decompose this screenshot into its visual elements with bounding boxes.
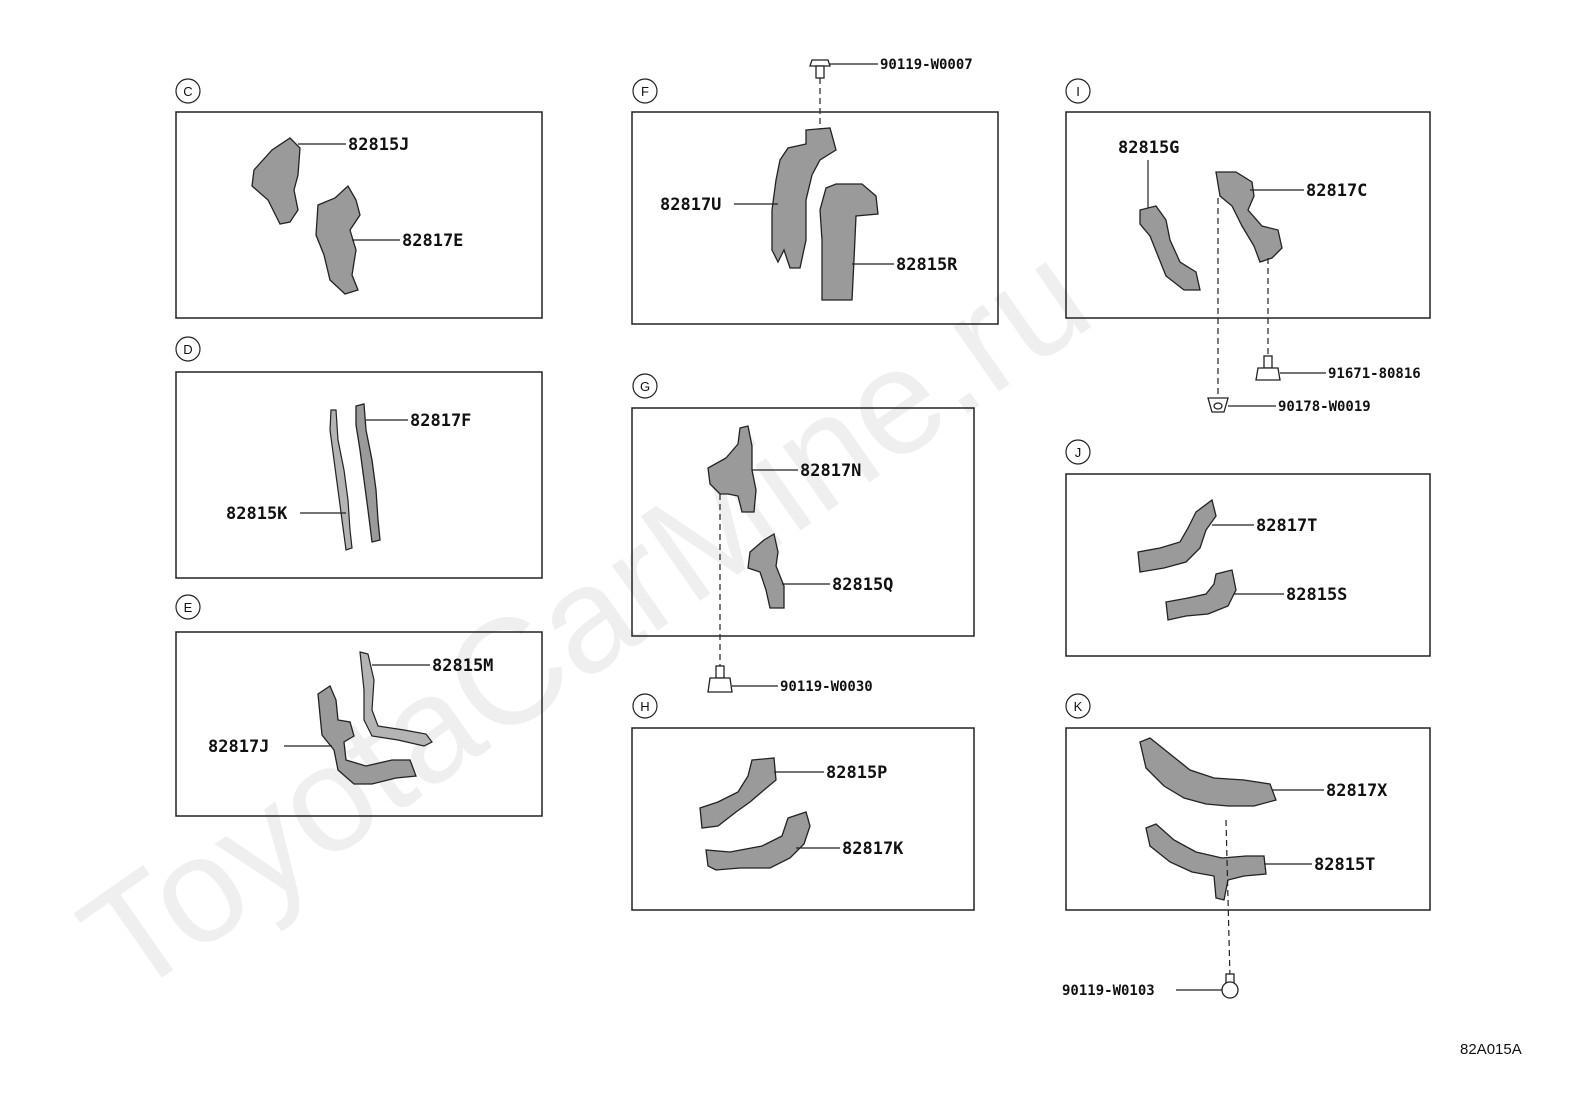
watermark: ToyotaCarMine.ru: [52, 210, 1118, 1027]
section-g-marker: [632, 373, 658, 399]
section-k-letter: K: [1074, 699, 1083, 714]
section-k-box: [1065, 727, 1431, 911]
label-82815g: 82815G: [1118, 138, 1179, 158]
section-j-box: [1065, 473, 1431, 657]
section-h-marker: [632, 693, 658, 719]
label-82815p: 82815P: [826, 763, 887, 783]
section-d: D 82817F 82815K: [175, 336, 543, 579]
section-k: K 82817X 82815T 90119-W0103: [1062, 693, 1431, 999]
label-90119-w0030: 90119-W0030: [780, 679, 873, 695]
part-82815q-shape: [747, 532, 785, 609]
label-90119-w0103: 90119-W0103: [1062, 983, 1155, 999]
label-82817t: 82817T: [1256, 516, 1317, 536]
label-82815r: 82815R: [896, 255, 958, 275]
section-i-marker: [1065, 78, 1091, 104]
label-82817e: 82817E: [402, 231, 463, 251]
part-82815j-shape: [251, 137, 301, 225]
label-82815k: 82815K: [226, 504, 288, 524]
section-d-letter: D: [183, 342, 192, 357]
bolt-90119-w0007-icon: [809, 59, 831, 79]
section-h-letter: H: [640, 699, 649, 714]
section-c: C 82815J 82817E: [175, 78, 543, 319]
section-g-box: [631, 407, 975, 637]
clip-90178-w0019-icon: [1207, 397, 1229, 413]
install-line-k: [1225, 819, 1231, 979]
section-f-box: [631, 111, 999, 325]
section-d-marker: [175, 336, 201, 362]
section-c-box: [175, 111, 543, 319]
section-f: F 90119-W0007 82817U 82815R: [631, 57, 999, 325]
label-82815s: 82815S: [1286, 585, 1347, 605]
part-82817t-shape: [1137, 498, 1217, 573]
part-82815g-shape: [1139, 205, 1201, 291]
label-82817f: 82817F: [410, 411, 471, 431]
label-82815q: 82815Q: [832, 575, 893, 595]
diagram-code: 82A015A: [1460, 1041, 1522, 1058]
part-82817e-shape: [315, 184, 361, 295]
part-82817c-shape: [1215, 171, 1283, 263]
label-90119-w0007: 90119-W0007: [880, 57, 973, 73]
section-e-box: [175, 631, 543, 817]
section-g: G 90119-W0030 82817N 82815Q: [631, 373, 975, 695]
section-e-letter: E: [184, 600, 193, 615]
section-h-box: [631, 727, 975, 911]
section-c-letter: C: [183, 84, 192, 99]
section-g-letter: G: [640, 379, 650, 394]
label-82815m: 82815M: [432, 656, 493, 676]
part-82815m-shape: [359, 651, 433, 747]
bolt-91671-80816-icon: [1255, 355, 1281, 381]
label-82815j: 82815J: [348, 135, 409, 155]
section-j-marker: [1065, 439, 1091, 465]
part-82815k-shape: [329, 409, 353, 551]
label-91671-80816: 91671-80816: [1328, 366, 1421, 382]
part-82815p-shape: [699, 757, 777, 829]
label-82817k: 82817K: [842, 839, 904, 859]
part-82817k-shape: [705, 811, 811, 871]
section-f-letter: F: [641, 84, 649, 99]
part-82815r-shape: [819, 183, 879, 301]
part-82817u-shape: [771, 127, 837, 269]
section-d-box: [175, 371, 543, 579]
part-82815s-shape: [1165, 569, 1237, 621]
section-j: J 82817T 82815S: [1065, 439, 1431, 657]
label-82817n: 82817N: [800, 461, 861, 481]
section-i-box: [1065, 111, 1431, 319]
part-82817f-shape: [355, 403, 381, 543]
label-82817c: 82817C: [1306, 181, 1367, 201]
part-82815t-shape: [1145, 823, 1267, 901]
section-c-marker: [175, 78, 201, 104]
part-82817x-shape: [1139, 737, 1277, 807]
section-i-letter: I: [1076, 84, 1080, 99]
section-h: H 82815P 82817K: [631, 693, 975, 911]
label-90178-w0019: 90178-W0019: [1278, 399, 1371, 415]
part-82817n-shape: [707, 425, 757, 513]
section-k-marker: [1065, 693, 1091, 719]
label-82817j: 82817J: [208, 737, 269, 757]
bolt-90119-w0103-icon: [1221, 973, 1239, 999]
section-j-letter: J: [1075, 445, 1082, 460]
label-82817x: 82817X: [1326, 781, 1388, 801]
label-82815t: 82815T: [1314, 855, 1375, 875]
section-i: I 82815G 82817C 91671-80816 90178-W0019: [1065, 78, 1431, 415]
section-e: E 82815M 82817J: [175, 594, 543, 817]
part-82817j-shape: [317, 685, 417, 785]
bolt-90119-w0030-icon: [707, 665, 733, 693]
section-f-marker: [632, 78, 658, 104]
label-82817u: 82817U: [660, 195, 721, 215]
section-e-marker: [175, 594, 201, 620]
